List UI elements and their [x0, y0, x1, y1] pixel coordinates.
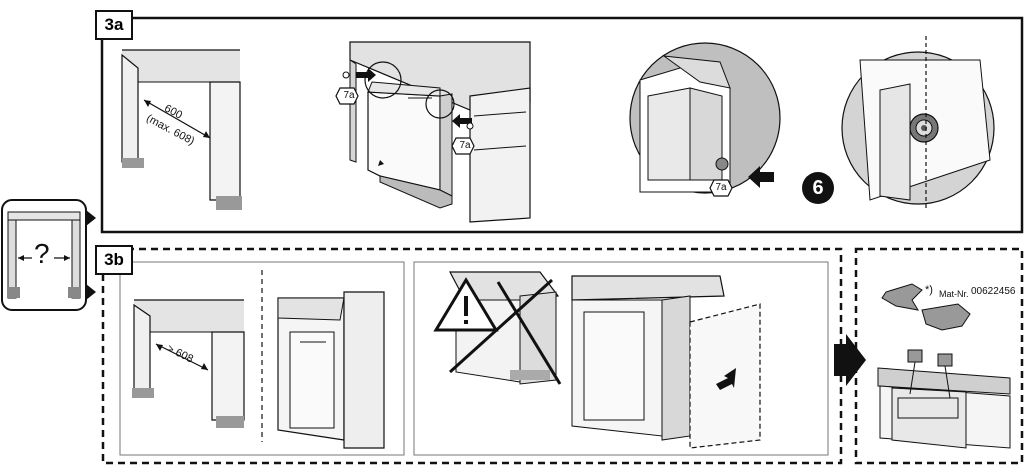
mat-nr-label: Mat-Nr. — [939, 289, 969, 299]
question-mark: ? — [34, 238, 50, 269]
step-number-badge-text: 6 — [812, 177, 824, 199]
panel-kit — [854, 247, 1024, 465]
wrong-installation-figure — [433, 271, 562, 385]
mat-nr-value: 00622456 — [971, 286, 1016, 297]
next-step-arrow — [834, 334, 866, 386]
detail-circle-screw — [629, 42, 781, 197]
detail-circle-bushing — [841, 36, 995, 210]
side-panel-installation-figure — [571, 275, 761, 449]
kit-asterisk: *) — [925, 284, 933, 296]
callout-7a-right: 7a — [459, 140, 471, 151]
callout-7a-detail: 7a — [715, 182, 727, 193]
push-arrow-icon — [716, 368, 736, 390]
niche-width-figure — [121, 49, 242, 210]
callout-7a-left: 7a — [343, 90, 355, 101]
niche-width-figure-3b — [132, 270, 263, 442]
step-label-3a: 3a — [95, 10, 133, 40]
dishwasher-installation-figure — [335, 41, 531, 223]
step-number-badge — [802, 172, 834, 204]
niche-question-icon — [1, 199, 96, 311]
dishwasher-side-figure — [277, 291, 385, 449]
step-label-3b: 3b — [95, 245, 133, 275]
bracket-kit-figure — [877, 283, 1011, 449]
warning-triangle-icon — [433, 277, 499, 332]
